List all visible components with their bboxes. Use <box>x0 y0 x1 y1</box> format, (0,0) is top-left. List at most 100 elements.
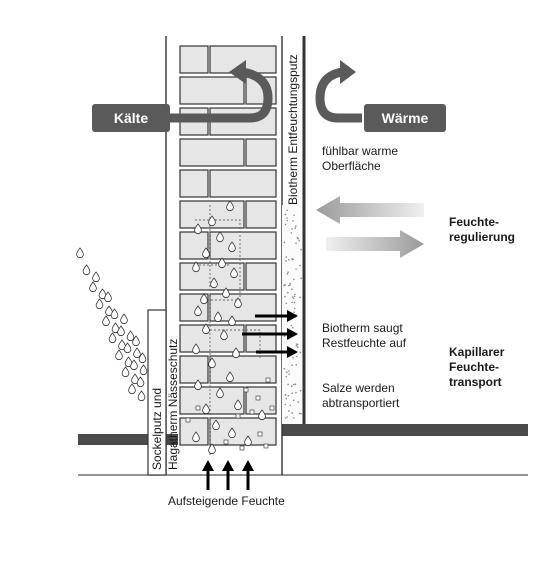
plaster-dot <box>299 264 301 267</box>
plaster-dot <box>284 223 287 226</box>
rain-drop <box>120 313 128 325</box>
plaster-dot <box>284 403 287 406</box>
salt-crystal <box>265 377 271 383</box>
plaster-dot <box>293 307 296 310</box>
warm-arrow-head <box>340 60 356 84</box>
plaster-dot <box>287 394 290 397</box>
rain-drop <box>82 264 91 276</box>
brick <box>209 417 277 446</box>
rain-drop <box>137 390 146 402</box>
plaster-dot <box>290 324 293 327</box>
warm-curved-arrow <box>315 67 362 123</box>
plaster-dot <box>296 343 298 346</box>
plaster-dot <box>299 389 302 392</box>
brick <box>209 169 277 198</box>
plaster-dot <box>292 220 294 222</box>
cold-curved-arrow <box>165 67 273 123</box>
rain-drop <box>108 332 117 344</box>
plaster-dot <box>293 311 295 314</box>
plaster-dot <box>283 368 286 370</box>
plaster-dot <box>299 296 301 299</box>
rain-drop <box>92 271 100 283</box>
plaster-dot <box>287 291 289 294</box>
plaster-dot <box>285 302 288 305</box>
plaster-dot <box>298 239 301 242</box>
plaster-dot <box>300 248 303 251</box>
moisture-arrow-left <box>316 196 424 224</box>
plaster-dot <box>300 412 302 415</box>
plaster-dot <box>291 364 293 367</box>
plaster-dot <box>286 209 288 211</box>
plaster-dot <box>293 278 295 281</box>
rain-drop <box>115 349 123 361</box>
surface-label: fühlbar warme Oberfläche <box>322 144 399 173</box>
cold-label: Kälte <box>92 104 170 132</box>
plaster-dot <box>291 258 294 261</box>
rain-drops <box>76 247 148 402</box>
rain-drop <box>102 315 110 327</box>
rain-drop <box>139 364 148 376</box>
plaster-dot <box>292 297 295 300</box>
plaster-dot <box>285 260 287 263</box>
salt-crystal <box>263 443 269 449</box>
brick <box>179 324 245 353</box>
plaster-dot <box>283 241 286 244</box>
salt-crystal <box>239 445 245 451</box>
plaster-dot <box>291 228 293 230</box>
salt-crystal <box>235 413 241 419</box>
plaster-dot <box>287 383 289 386</box>
plaster-dot <box>296 346 299 348</box>
plaster-dot <box>288 370 290 372</box>
plaster-dot <box>295 242 297 244</box>
brick <box>245 262 277 291</box>
salt-crystal <box>243 387 249 393</box>
plaster-dot <box>286 416 288 418</box>
plaster-dot <box>288 410 290 412</box>
plinth-label-line2: Hagatherm Nässeschutz <box>166 338 180 470</box>
plaster-dot <box>284 394 287 396</box>
brick <box>245 324 277 353</box>
rain-drop <box>121 366 130 378</box>
plaster-vertical-label: Biotherm Entfeuchtungsputz <box>286 54 300 205</box>
plaster-dot <box>295 345 298 347</box>
brick <box>179 138 245 167</box>
plaster-dot <box>289 282 292 285</box>
brick <box>179 169 209 198</box>
salt-crystal <box>185 417 191 423</box>
plaster-dot <box>291 296 294 298</box>
moisture-regulation-label: Feuchte- regulierung <box>449 215 516 244</box>
plaster-dot <box>286 219 289 222</box>
plaster-dot <box>292 356 294 359</box>
plaster-dot <box>295 364 298 366</box>
plinth-label-line1: Sockelputz und <box>150 387 164 470</box>
absorbs-moisture-label: Biotherm saugt Restfeuchte auf <box>322 321 407 350</box>
salt-crystal <box>223 439 229 445</box>
plaster-dot <box>287 271 289 274</box>
plaster-dot <box>292 327 294 329</box>
brick <box>245 200 277 229</box>
plaster-dot <box>298 412 301 415</box>
plaster-dot <box>289 404 291 407</box>
absorb-arrows <box>242 310 298 358</box>
cold-arrow-head <box>229 60 246 84</box>
capillary-transport-label: Kapillarer Feuchte- transport <box>449 345 505 389</box>
plaster-dot <box>295 225 297 227</box>
salt-crystal <box>269 405 275 411</box>
brick <box>179 386 245 415</box>
brick <box>245 138 277 167</box>
rain-drop <box>89 281 97 293</box>
plaster-dot <box>283 335 286 337</box>
rain-drop <box>76 247 84 259</box>
plaster-dot <box>288 373 290 375</box>
rain-drop <box>133 347 141 359</box>
plaster-dot <box>297 401 300 403</box>
plaster-dot <box>284 417 287 419</box>
plaster-dot <box>293 417 295 419</box>
plaster-dot <box>293 301 296 304</box>
plaster-dot <box>290 232 293 234</box>
salt-crystal <box>195 405 201 411</box>
plaster-dot <box>288 284 290 287</box>
plaster-dot <box>285 375 288 378</box>
